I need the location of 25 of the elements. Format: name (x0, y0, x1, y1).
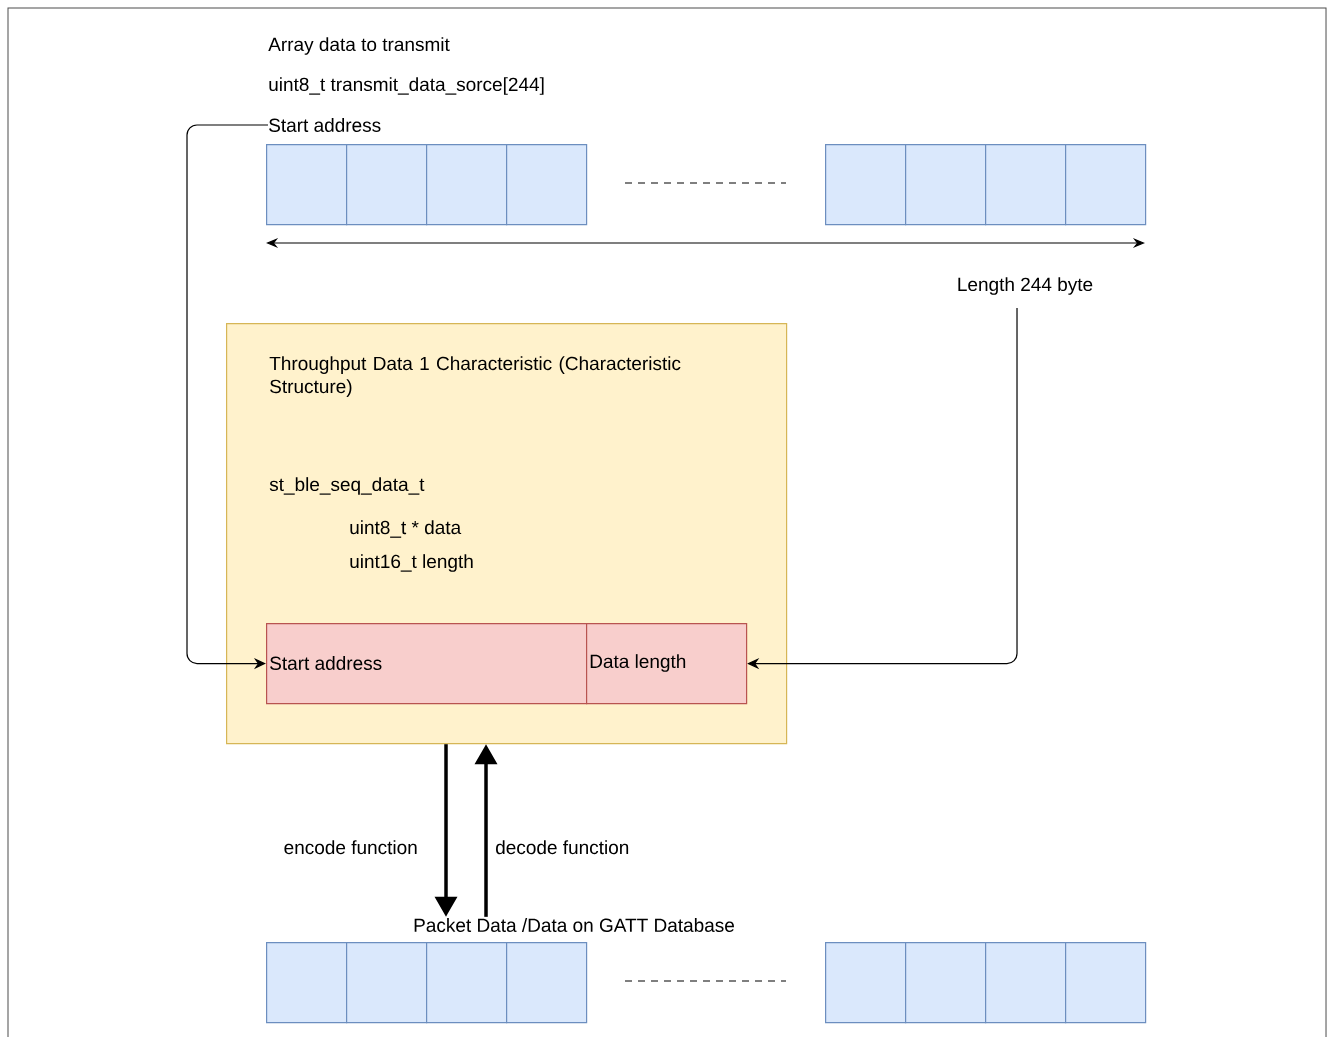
array-cell (1065, 144, 1147, 226)
array-cell (825, 144, 907, 226)
array-cell (506, 144, 588, 226)
array-cell (905, 942, 987, 1024)
edge-label: decode function (496, 840, 629, 855)
array-cell (266, 942, 348, 1024)
array-cell (985, 942, 1067, 1024)
array-cell (985, 144, 1067, 226)
array-cell (426, 942, 508, 1024)
array-cell (905, 144, 987, 226)
array-cell (346, 144, 428, 226)
array-cell (1065, 942, 1147, 1024)
edge-label: encode function (284, 840, 417, 855)
caption-text: uint8_t transmit_data_sorce[244] (269, 77, 544, 95)
array-cell (825, 942, 907, 1024)
text-label: Length 244 byte (958, 277, 1093, 295)
array-cell (506, 942, 588, 1024)
array-cell (426, 144, 508, 226)
field-box: Data length (586, 623, 748, 705)
text-label: Packet Data /Data on GATT Database (414, 918, 734, 932)
array-cell (346, 942, 428, 1024)
caption-text: Array data to transmit (268, 37, 450, 55)
start-label: Start address (269, 118, 381, 132)
array-cell (266, 144, 348, 226)
field-box: Start address (266, 623, 588, 705)
